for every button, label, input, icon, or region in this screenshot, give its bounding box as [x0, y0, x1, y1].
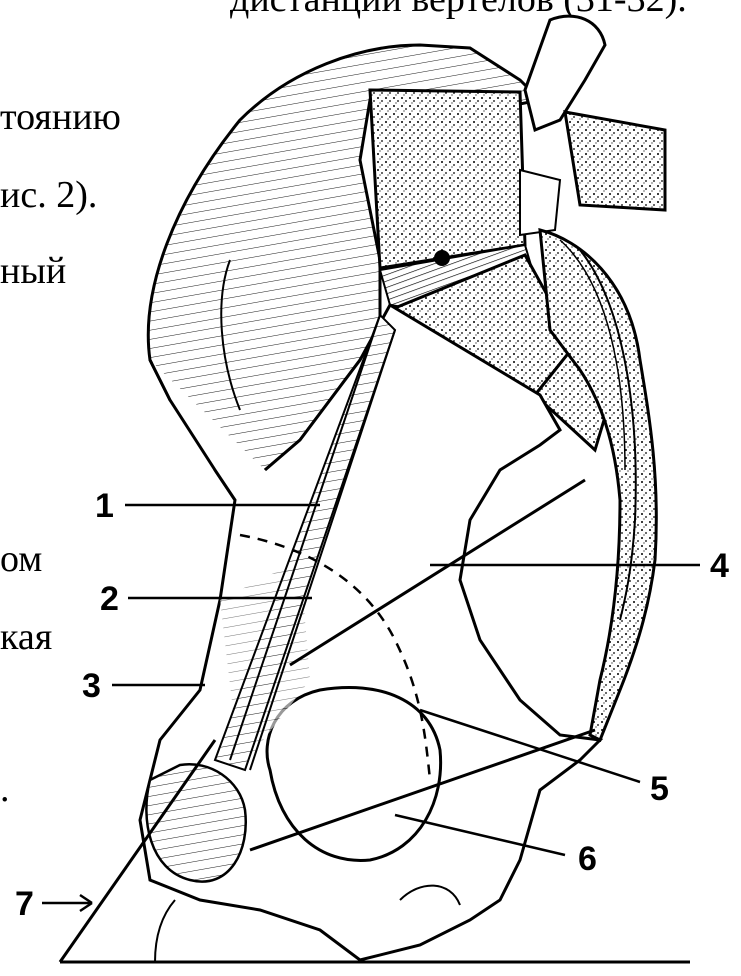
sacrum-coccyx: [540, 230, 656, 740]
label-3: 3: [82, 667, 101, 705]
transverse-process: [565, 112, 665, 210]
angle-arc: [155, 900, 175, 962]
label-4: 4: [710, 547, 729, 585]
vertebra-upper: [370, 90, 525, 268]
label-1: 1: [95, 487, 114, 525]
label-5: 5: [650, 770, 669, 808]
label-7: 7: [15, 885, 34, 923]
label-6: 6: [578, 840, 597, 878]
label-2: 2: [100, 580, 119, 618]
